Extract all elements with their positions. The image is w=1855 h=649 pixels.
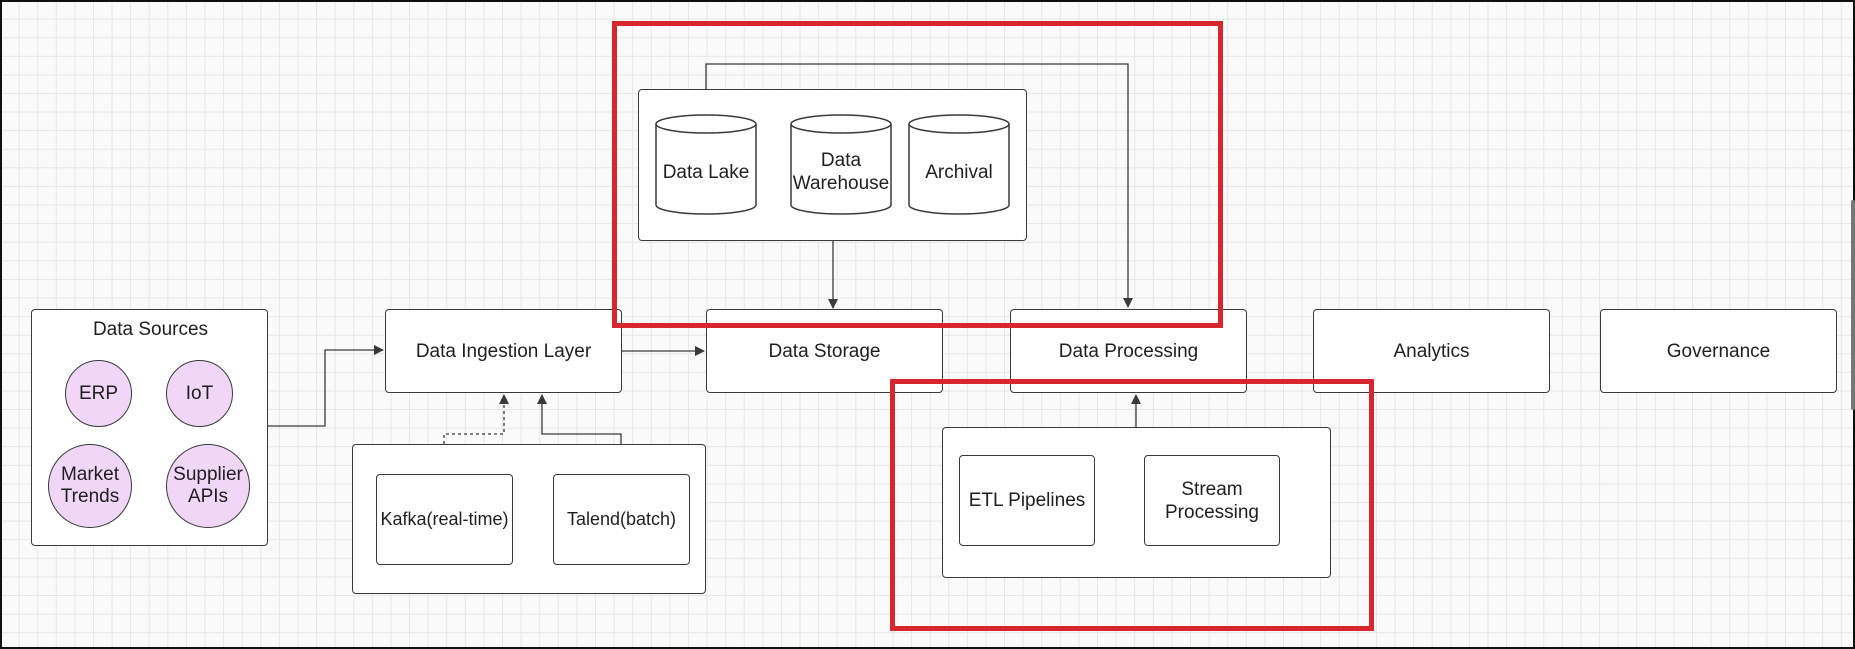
data-warehouse-label: Data Warehouse xyxy=(792,150,890,194)
source-iot-label: IoT xyxy=(185,382,214,404)
ingestion-layer-title: Data Ingestion Layer xyxy=(415,340,592,362)
source-market-trends[interactable]: Market Trends xyxy=(48,444,132,528)
archival-cylinder[interactable] xyxy=(907,113,1011,217)
stream-processing-node[interactable]: Stream Processing xyxy=(1144,455,1280,546)
etl-pipelines-node[interactable]: ETL Pipelines xyxy=(959,455,1095,546)
data-lake-label: Data Lake xyxy=(662,161,750,183)
data-sources-title: Data Sources xyxy=(92,318,209,340)
data-processing-node[interactable]: Data Processing xyxy=(1010,309,1247,393)
analytics-title: Analytics xyxy=(1393,340,1470,362)
etl-pipelines-label: ETL Pipelines xyxy=(968,490,1086,511)
vertical-scrollbar[interactable] xyxy=(1851,200,1855,410)
data-storage-title: Data Storage xyxy=(768,340,881,362)
stream-processing-label: Stream Processing xyxy=(1165,478,1259,523)
source-erp[interactable]: ERP xyxy=(65,360,132,427)
kafka-node[interactable]: Kafka(real-time) xyxy=(376,474,513,565)
ingestion-layer-node[interactable]: Data Ingestion Layer xyxy=(385,309,622,393)
data-lake-cylinder[interactable] xyxy=(654,113,758,217)
data-processing-title: Data Processing xyxy=(1058,340,1199,362)
source-iot[interactable]: IoT xyxy=(166,360,233,427)
source-erp-label: ERP xyxy=(78,382,119,404)
talend-label: Talend(batch) xyxy=(566,509,677,529)
kafka-label: Kafka(real-time) xyxy=(380,509,509,529)
talend-node[interactable]: Talend(batch) xyxy=(553,474,690,565)
edge-sources-ingestion xyxy=(268,345,384,427)
data-storage-node[interactable]: Data Storage xyxy=(706,309,943,393)
source-supplier-apis-label: Supplier APIs xyxy=(173,464,243,507)
governance-node[interactable]: Governance xyxy=(1600,309,1837,393)
data-warehouse-cylinder[interactable] xyxy=(789,113,893,217)
source-supplier-apis[interactable]: Supplier APIs xyxy=(166,444,250,528)
governance-title: Governance xyxy=(1666,340,1771,362)
source-market-trends-label: Market Trends xyxy=(60,464,120,507)
analytics-node[interactable]: Analytics xyxy=(1313,309,1550,393)
archival-label: Archival xyxy=(925,161,993,183)
